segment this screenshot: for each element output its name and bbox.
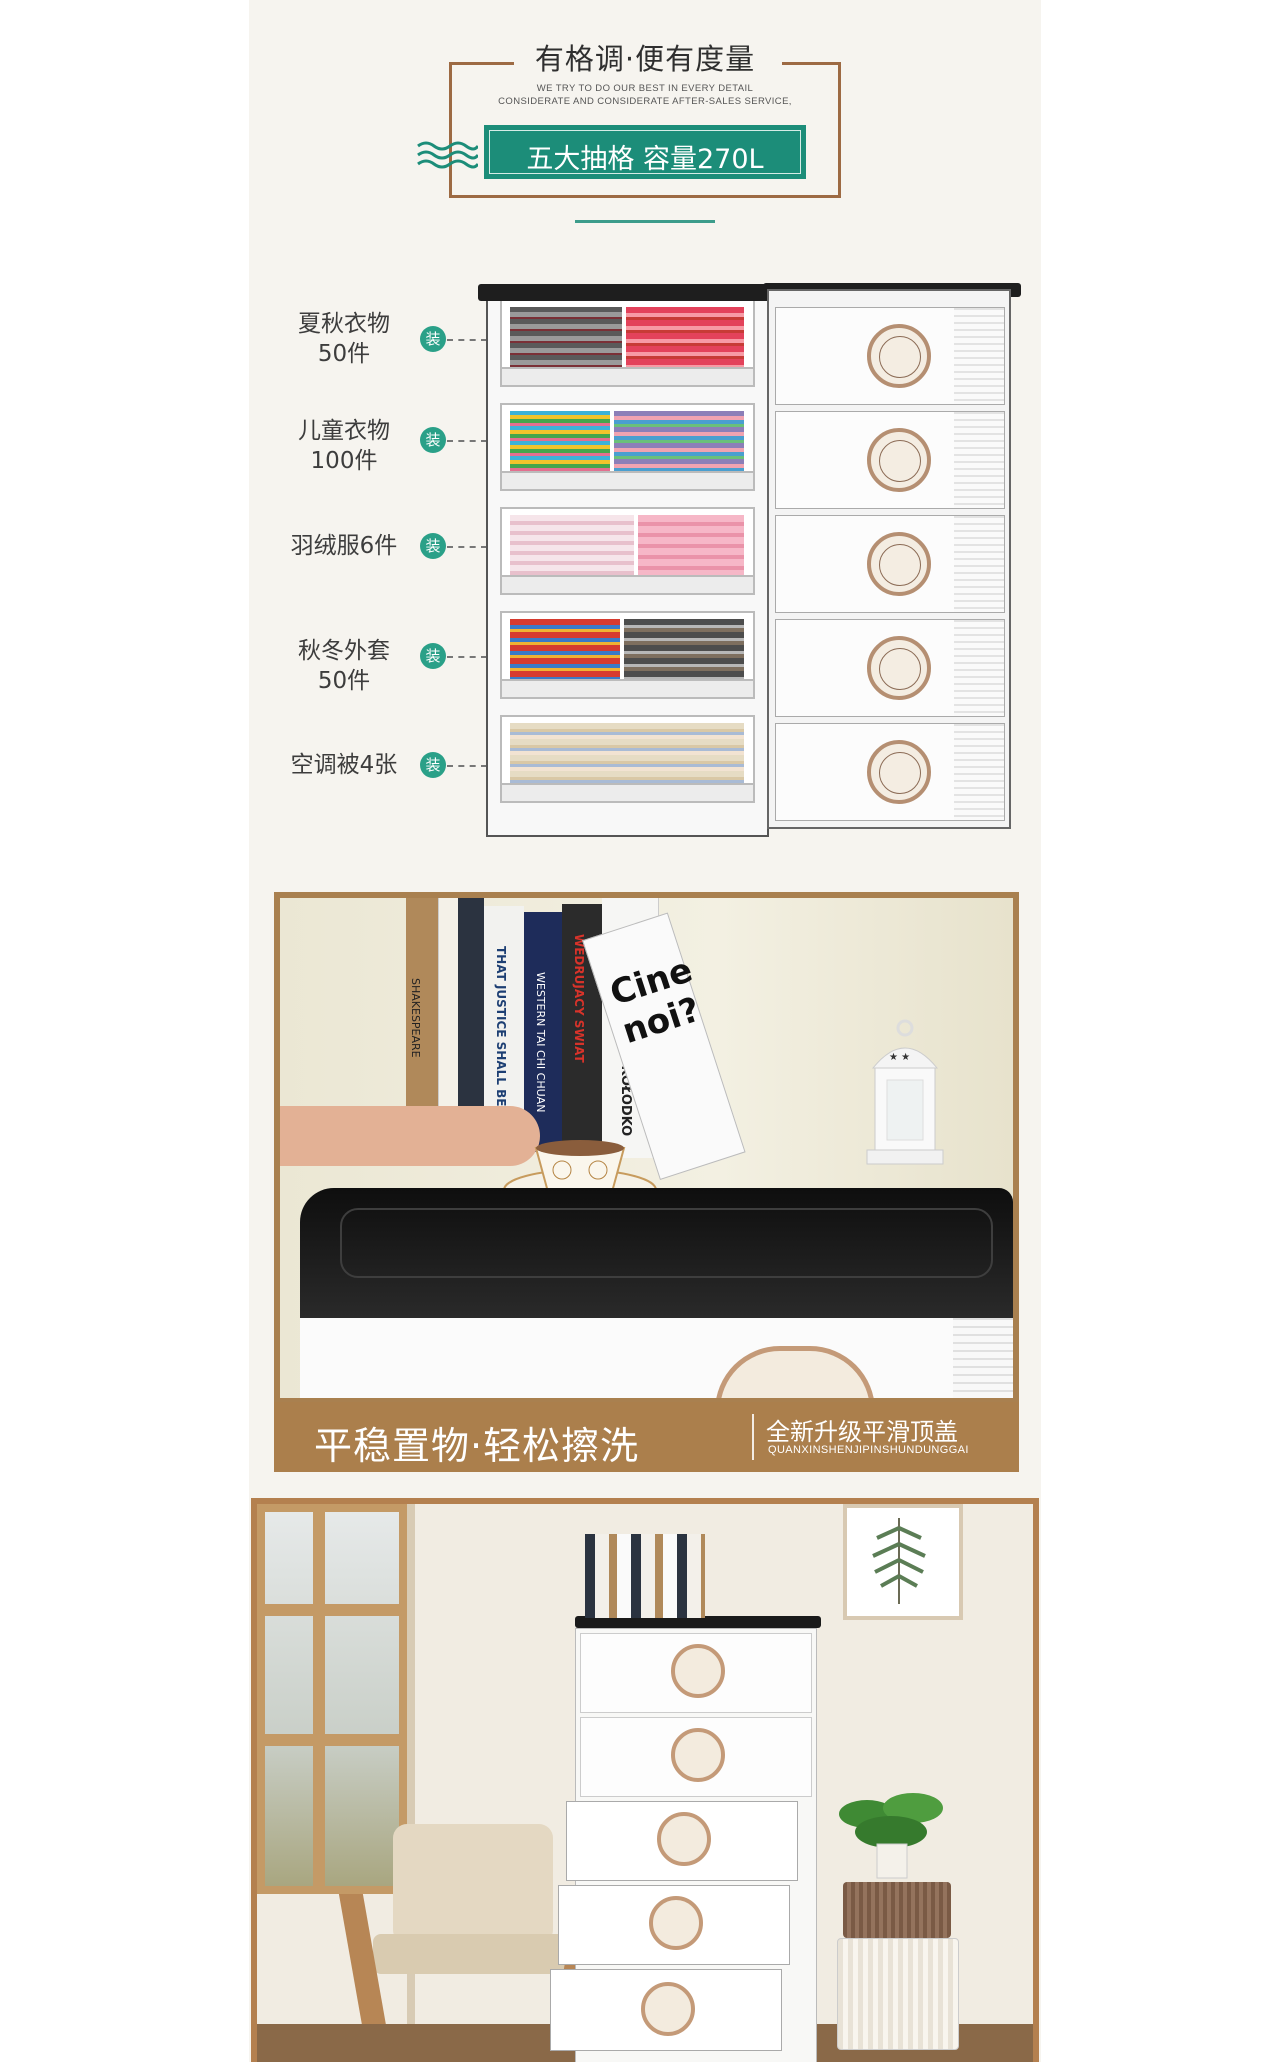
- top-lid-title: 平稳置物·轻松擦洗: [314, 1424, 640, 1468]
- plant-icon: [839, 1793, 943, 1879]
- cabinet-photo: [550, 1628, 817, 2062]
- open-cabinet-image: [486, 287, 769, 837]
- fern-icon: [872, 1518, 926, 1604]
- badge-3: 装: [420, 533, 446, 559]
- medallion-icon: [867, 636, 931, 700]
- divider-line: [575, 220, 715, 223]
- open-drawer-4: [500, 611, 755, 699]
- room-scene-photo: [251, 1498, 1039, 2062]
- drawer-label-5: 空调被4张: [290, 752, 398, 778]
- window: [257, 1504, 407, 1894]
- content-column: 有格调·便有度量 WE TRY TO DO OUR BEST IN EVERY …: [249, 0, 1041, 2062]
- top-lid-subtitle-en: QUANXINSHENJIPINSHUNDUNGGAI: [768, 1444, 969, 1456]
- closed-drawer-4: [775, 619, 1005, 717]
- top-lid-subtitle: 全新升级平滑顶盖: [766, 1418, 958, 1446]
- medallion-icon: [671, 1644, 725, 1698]
- top-lid-banner: 平稳置物·轻松擦洗 全新升级平滑顶盖 QUANXINSHENJIPINSHUND…: [274, 1402, 1019, 1472]
- page-slogan: 有格调·便有度量: [534, 42, 756, 76]
- closed-drawer-3: [775, 515, 1005, 613]
- badge-4: 装: [420, 643, 446, 669]
- black-lid: [300, 1188, 1013, 1318]
- closed-drawer-2: [775, 411, 1005, 509]
- closed-drawer-1: [775, 307, 1005, 405]
- book-3: WESTERN TAI CHI CHUAN: [524, 912, 562, 1152]
- lantern-icon: ★ ★: [866, 1019, 944, 1165]
- english-tagline-1: WE TRY TO DO OUR BEST IN EVERY DETAIL: [536, 83, 754, 94]
- english-tagline-2: CONSIDERATE AND CONSIDERATE AFTER-SALES …: [498, 96, 792, 107]
- small-books: [585, 1534, 705, 1618]
- medallion-icon: [867, 740, 931, 804]
- open-drawer-1: [500, 299, 755, 387]
- badge-5: 装: [420, 752, 446, 778]
- armchair: [338, 1824, 598, 2062]
- badge-1: 装: [420, 326, 446, 352]
- open-drawer-5: [500, 715, 755, 803]
- brown-basket: [843, 1882, 951, 1938]
- medallion-icon: [671, 1728, 725, 1782]
- open-drawer-3: [500, 507, 755, 595]
- medallion-icon: [715, 1346, 875, 1398]
- closed-cabinet-image: [767, 289, 1011, 829]
- medallion-icon: [641, 1982, 695, 2036]
- svg-text:★ ★: ★ ★: [889, 1052, 910, 1063]
- capacity-banner: 五大抽格 容量270L: [484, 125, 806, 179]
- top-lid-photo: SHAKESPEARE THAT JUSTICE SHALL BE DONE W…: [274, 892, 1019, 1472]
- hand: [280, 1106, 540, 1166]
- capacity-text: 五大抽格 容量270L: [526, 144, 764, 175]
- badge-2: 装: [420, 427, 446, 453]
- medallion-icon: [867, 324, 931, 388]
- white-basket: [837, 1938, 959, 2050]
- book-1: SHAKESPEARE: [406, 898, 438, 1128]
- header-frame: [449, 59, 841, 198]
- wave-icon: [417, 141, 478, 169]
- medallion-icon: [867, 428, 931, 492]
- medallion-icon: [867, 532, 931, 596]
- drawer-label-3: 羽绒服6件: [290, 533, 398, 559]
- closed-drawer-5: [775, 723, 1005, 821]
- open-drawer-2: [500, 403, 755, 491]
- medallion-icon: [649, 1896, 703, 1950]
- medallion-icon: [657, 1812, 711, 1866]
- fern-picture: [843, 1504, 963, 1620]
